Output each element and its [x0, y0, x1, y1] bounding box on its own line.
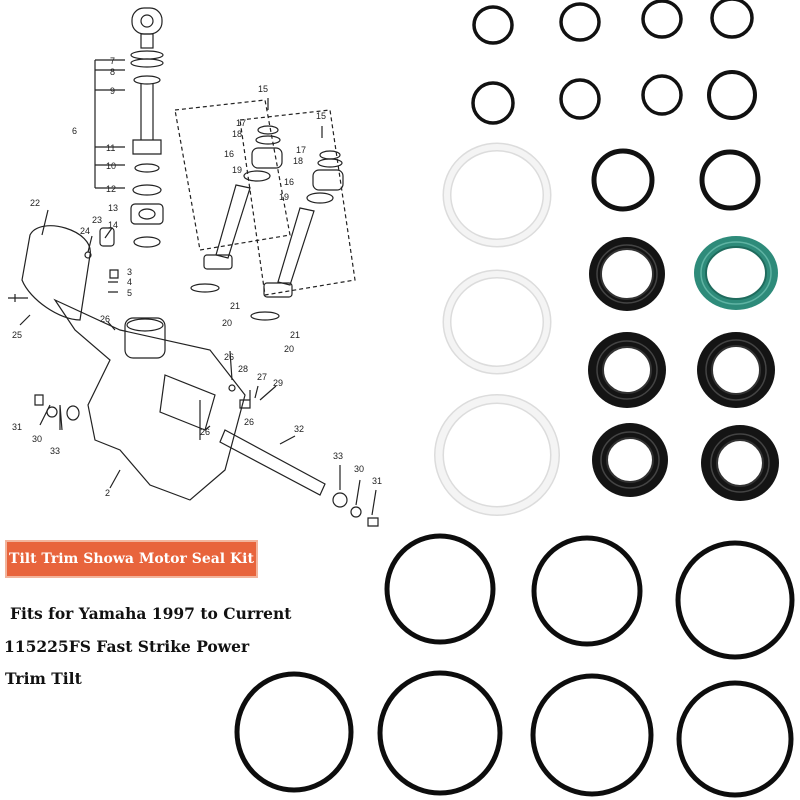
o-ring	[384, 533, 496, 645]
label-30a: 30	[32, 434, 42, 444]
o-ring	[472, 5, 514, 45]
white-ring	[442, 142, 552, 248]
o-ring	[530, 673, 654, 797]
o-ring	[710, 0, 754, 39]
white-ring-inner	[444, 144, 550, 246]
white-ring-inner	[435, 395, 559, 515]
label-21a: 21	[230, 301, 240, 311]
label-23: 23	[92, 215, 102, 225]
product-title-badge: Tilt Trim Showa Motor Seal Kit	[5, 540, 258, 578]
oil-seals	[588, 236, 779, 501]
o-ring	[377, 670, 503, 796]
oil-seal	[588, 332, 666, 408]
label-27: 27	[257, 372, 267, 382]
exploded-parts-diagram: 7 8 9 6 11 10 12 13 14 23 24 22 3 4 5 25…	[8, 7, 382, 527]
label-9: 9	[110, 86, 115, 96]
white-ring-inner	[444, 271, 550, 373]
label-5: 5	[127, 288, 132, 298]
compatibility-line-2: 115225FS Fast Strike Power	[4, 637, 250, 656]
green-oil-seal	[694, 236, 778, 310]
label-26c: 26	[244, 417, 254, 427]
o-ring	[641, 0, 683, 39]
label-22: 22	[30, 198, 40, 208]
label-31a: 31	[12, 422, 22, 432]
label-29: 29	[273, 378, 283, 388]
label-15b: 15	[316, 111, 326, 121]
label-30b: 30	[354, 464, 364, 474]
o-ring	[699, 149, 761, 211]
o-ring	[531, 535, 643, 647]
compatibility-line-3: Trim Tilt	[5, 669, 82, 688]
oil-seal	[589, 237, 665, 311]
label-3: 3	[127, 267, 132, 277]
label-16a: 16	[224, 149, 234, 159]
label-25: 25	[12, 330, 22, 340]
label-2: 2	[105, 488, 110, 498]
label-20a: 20	[222, 318, 232, 328]
label-19a: 19	[232, 165, 242, 175]
white-ring	[434, 394, 560, 516]
label-13: 13	[108, 203, 118, 213]
label-26b: 26	[224, 352, 234, 362]
o-ring	[591, 148, 655, 212]
label-14: 14	[108, 220, 118, 230]
o-ring	[641, 74, 683, 116]
white-backup-rings	[434, 142, 560, 516]
label-17b: 17	[296, 145, 306, 155]
small-o-rings	[471, 0, 761, 212]
o-ring	[707, 70, 757, 120]
label-21b: 21	[290, 330, 300, 340]
label-16b: 16	[284, 177, 294, 187]
large-o-rings	[234, 533, 795, 798]
label-31b: 31	[372, 476, 382, 486]
label-4: 4	[127, 277, 132, 287]
label-26d: 26	[200, 427, 210, 437]
label-24: 24	[80, 226, 90, 236]
o-ring	[234, 671, 354, 793]
compatibility-line-1: Fits for Yamaha 1997 to Current	[10, 604, 292, 623]
label-28: 28	[238, 364, 248, 374]
label-33a: 33	[50, 446, 60, 456]
label-33b: 33	[333, 451, 343, 461]
o-ring	[471, 81, 515, 125]
label-20b: 20	[284, 344, 294, 354]
o-ring	[559, 2, 601, 42]
label-32: 32	[294, 424, 304, 434]
label-8: 8	[110, 67, 115, 77]
label-10: 10	[106, 161, 116, 171]
o-ring	[559, 78, 601, 120]
label-19b: 19	[279, 192, 289, 202]
oil-seal	[592, 423, 668, 497]
o-ring	[675, 540, 795, 660]
label-6: 6	[72, 126, 77, 136]
label-7: 7	[110, 56, 115, 66]
label-11: 11	[106, 143, 115, 153]
label-26a: 26	[100, 314, 110, 324]
o-ring	[676, 680, 794, 798]
label-15a: 15	[258, 84, 268, 94]
label-12: 12	[106, 184, 116, 194]
white-ring	[442, 269, 552, 375]
oil-seal	[697, 332, 775, 408]
oil-seal	[701, 425, 779, 501]
label-17a: 17	[236, 118, 246, 128]
label-18b: 18	[293, 156, 303, 166]
label-18a: 18	[232, 129, 242, 139]
